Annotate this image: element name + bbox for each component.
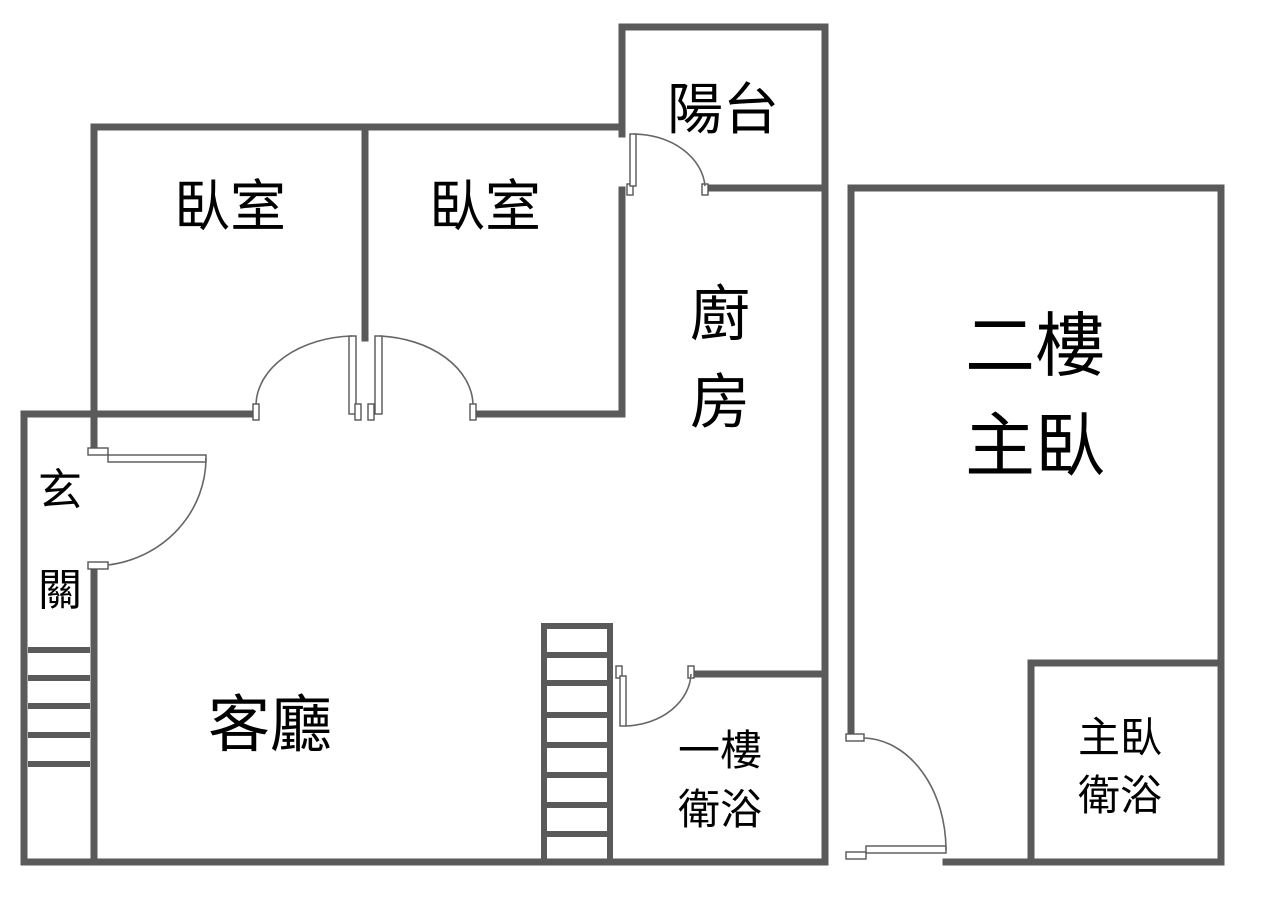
- door-bedroom-right: [367, 335, 477, 421]
- door-entrance: [87, 447, 207, 570]
- door-balcony: [626, 133, 709, 196]
- label-bedroom-right: 臥室: [429, 175, 541, 240]
- door-bedroom-left: [252, 335, 362, 421]
- label-balcony: 陽台: [667, 78, 779, 143]
- stairs-central: [541, 623, 613, 865]
- label-entrance-2: 關: [38, 565, 82, 616]
- label-master-bath-1: 主臥: [1078, 713, 1162, 762]
- label-master-bath-2: 衛浴: [1078, 771, 1162, 820]
- label-master-2f-1: 二樓: [965, 305, 1105, 387]
- walls: [20, 23, 1225, 866]
- label-kitchen-1: 廚: [690, 280, 750, 350]
- label-kitchen-2: 房: [690, 368, 750, 438]
- stairs-entrance: [28, 647, 90, 767]
- door-master-2f: [845, 733, 947, 860]
- label-master-2f-2: 主臥: [965, 405, 1105, 487]
- door-bath-1f: [615, 665, 695, 727]
- label-bedroom-left: 臥室: [174, 175, 286, 240]
- label-entrance-1: 玄: [38, 465, 82, 516]
- label-bath-1f-1: 一樓: [678, 726, 762, 775]
- label-bath-1f-2: 衛浴: [678, 785, 762, 834]
- label-living-room: 客廳: [208, 688, 332, 761]
